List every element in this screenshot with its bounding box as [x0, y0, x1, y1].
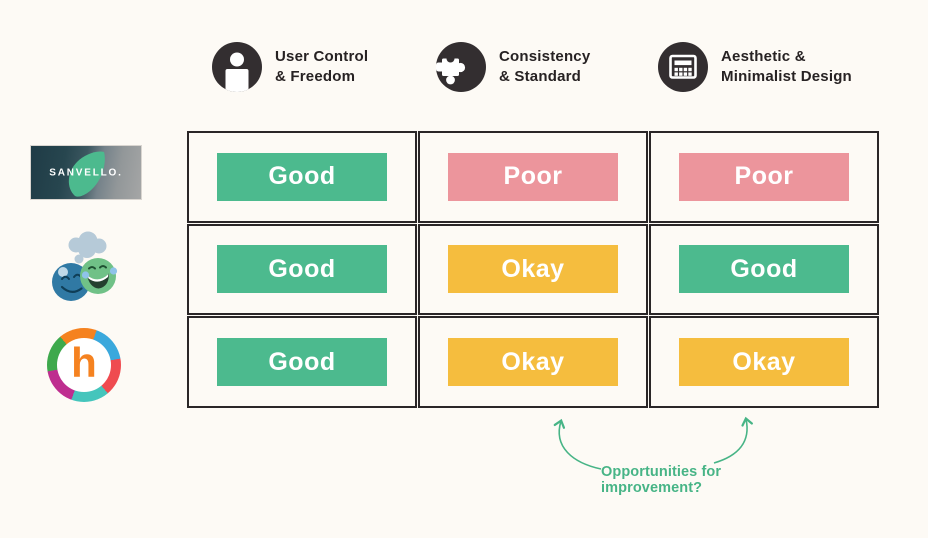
column-header-label: Consistency & Standard	[499, 48, 591, 85]
column-header-user-control: User Control & Freedom	[212, 42, 368, 92]
matrix-cell: Okay	[649, 316, 879, 408]
happify-logo: h	[47, 328, 121, 402]
matrix-cell: Okay	[418, 316, 648, 408]
rating-matrix: Good Poor Poor Good Okay Good Good Okay …	[187, 131, 879, 408]
sanvello-leaf-icon	[68, 151, 105, 197]
column-header-label: User Control & Freedom	[275, 48, 369, 85]
rating-badge: Good	[217, 338, 387, 387]
improvement-annotation: Opportunities for improvement?	[601, 464, 722, 497]
sanvello-logo-text: SANVELLO.	[49, 167, 123, 178]
rating-badge: Poor	[448, 152, 618, 201]
rating-badge: Good	[217, 152, 387, 201]
rating-badge: Good	[217, 245, 387, 294]
matrix-cell: Okay	[418, 223, 648, 316]
matrix-cell: Good	[649, 223, 879, 316]
matrix-cell: Good	[187, 223, 417, 316]
matrix-cell: Good	[187, 131, 417, 223]
column-header-aesthetic: Aesthetic & Minimalist Design	[658, 42, 852, 92]
user-icon	[212, 42, 262, 92]
rating-badge: Okay	[448, 338, 618, 387]
column-header-label: Aesthetic & Minimalist Design	[721, 48, 852, 85]
happify-logo-letter: h	[57, 338, 111, 392]
matrix-cell: Poor	[649, 131, 879, 223]
improvement-arrow-right	[713, 416, 753, 464]
thought-cloud-icon	[68, 231, 107, 264]
rating-badge: Okay	[448, 245, 618, 294]
puzzle-piece-icon	[436, 42, 486, 92]
improvement-arrow-left	[553, 418, 602, 470]
sanvello-logo: SANVELLO.	[30, 145, 142, 200]
matrix-cell: Poor	[418, 131, 648, 223]
matrix-cell: Good	[187, 316, 417, 408]
rating-badge: Okay	[679, 338, 849, 387]
column-header-consistency: Consistency & Standard	[436, 42, 590, 92]
rating-badge: Good	[679, 245, 849, 294]
rating-badge: Poor	[679, 152, 849, 201]
smiley-faces-logo	[52, 231, 118, 301]
calculator-icon	[658, 42, 708, 92]
green-laughing-smiley-icon	[80, 258, 118, 294]
